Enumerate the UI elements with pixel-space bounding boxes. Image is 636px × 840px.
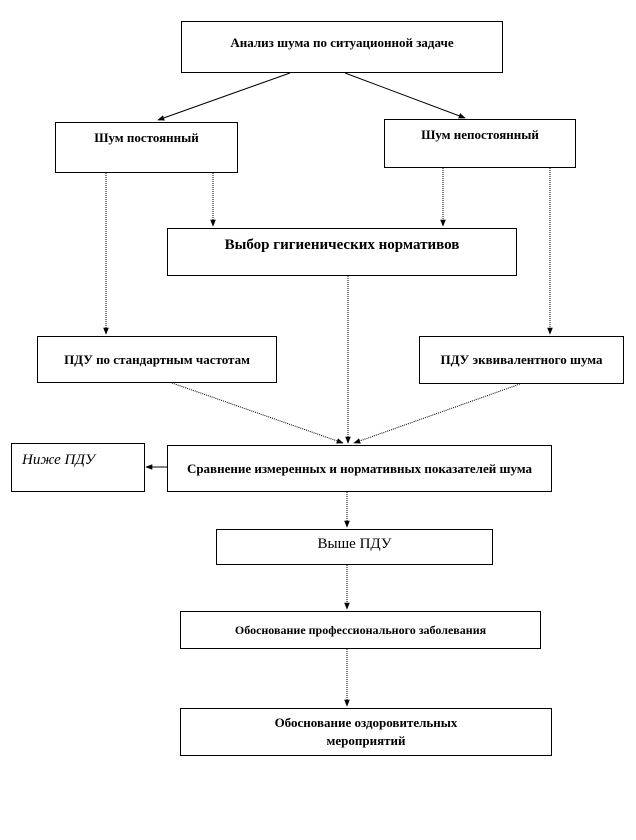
arrow-pdu-standard-to-comparison xyxy=(171,382,344,444)
node-above-label: Выше ПДУ xyxy=(317,536,392,552)
node-pdu-equivalent: ПДУ эквивалентного шума xyxy=(419,336,624,384)
node-health-label: Обоснование оздоровительных мероприятий xyxy=(274,715,458,748)
node-nonconstant-label: Шум непостоянный xyxy=(421,127,539,142)
node-occupational-label: Обоснование профессионального заболевани… xyxy=(234,622,487,637)
node-below: Ниже ПДУ xyxy=(11,443,145,492)
node-pdu-standard-label: ПДУ по стандартным частотам xyxy=(64,351,250,367)
node-constant: Шум постоянный xyxy=(55,122,238,173)
node-analysis: Анализ шума по ситуационной задаче xyxy=(181,21,503,73)
node-health: Обоснование оздоровительных мероприятий xyxy=(180,708,552,756)
arrow-analysis-to-nonconstant xyxy=(344,72,466,119)
node-norms: Выбор гигиенических нормативов xyxy=(167,228,517,276)
node-comparison-label: Сравнение измеренных и нормативных показ… xyxy=(186,460,533,476)
node-above: Выше ПДУ xyxy=(216,529,493,565)
node-occupational: Обоснование профессионального заболевани… xyxy=(180,611,541,649)
node-pdu-standard: ПДУ по стандартным частотам xyxy=(37,336,277,383)
node-pdu-equivalent-label: ПДУ эквивалентного шума xyxy=(440,352,603,368)
node-norms-label: Выбор гигиенических нормативов xyxy=(224,237,460,253)
node-comparison: Сравнение измеренных и нормативных показ… xyxy=(167,445,552,492)
node-below-label: Ниже ПДУ xyxy=(22,452,95,468)
node-constant-label: Шум постоянный xyxy=(94,130,199,145)
node-nonconstant: Шум непостоянный xyxy=(384,119,576,168)
node-analysis-label: Анализ шума по ситуационной задаче xyxy=(230,35,454,50)
arrow-analysis-to-constant xyxy=(157,72,291,121)
arrow-pdu-equivalent-to-comparison xyxy=(353,383,521,444)
